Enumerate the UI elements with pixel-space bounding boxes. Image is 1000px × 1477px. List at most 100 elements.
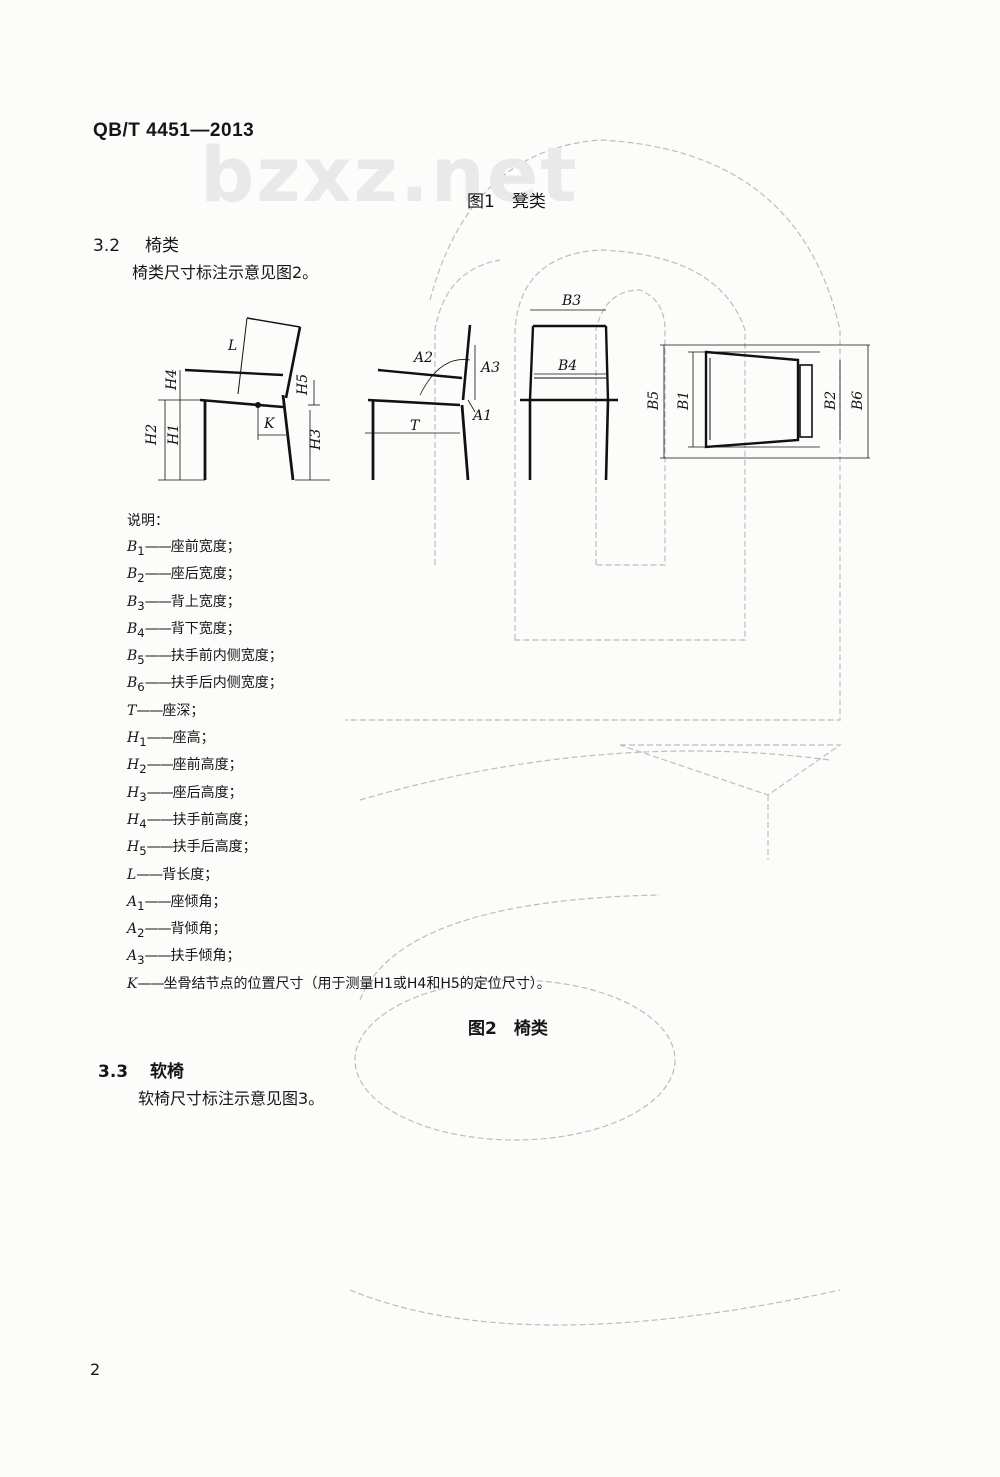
- legend-symbol: H: [127, 784, 140, 801]
- legend-symbol-subscript: 2: [139, 762, 147, 777]
- legend-item: A1——座倾角；: [127, 889, 767, 916]
- legend-symbol-subscript: 1: [137, 543, 145, 558]
- label-A2: A2: [412, 350, 433, 366]
- legend-symbol: H: [127, 730, 140, 747]
- figure-1-caption: 图1 凳类: [467, 192, 546, 212]
- section-title: 椅类: [145, 236, 179, 256]
- legend-symbol-subscript: 3: [137, 598, 145, 613]
- legend-list: B1——座前宽度；B2——座后宽度；B3——背上宽度；B4——背下宽度；B5——…: [127, 534, 767, 998]
- section-number: 3.3: [98, 1062, 129, 1082]
- figure-2-caption: 图2 椅类: [468, 1019, 548, 1039]
- legend-description: 座前宽度；: [170, 539, 241, 555]
- legend-description: 座高；: [172, 730, 215, 747]
- legend-dash: ——: [146, 811, 174, 828]
- legend-dash: ——: [144, 948, 172, 965]
- legend-dash: ——: [146, 757, 174, 774]
- legend-description: 扶手前高度；: [172, 811, 257, 828]
- chair-side-view-heights: [158, 317, 330, 481]
- legend-symbol-subscript: 5: [137, 652, 145, 667]
- legend-dash: ——: [146, 730, 174, 747]
- label-B6: B6: [850, 391, 866, 411]
- legend-dash: ——: [144, 648, 172, 665]
- label-B1: B1: [676, 391, 692, 411]
- legend-dash: ——: [136, 702, 163, 719]
- legend-symbol: H: [127, 839, 140, 856]
- label-H3: H3: [308, 429, 324, 451]
- legend-description: 扶手前内侧宽度；: [170, 648, 283, 665]
- legend-symbol: B: [127, 675, 138, 692]
- legend-dash: ——: [136, 866, 163, 883]
- label-H1: H1: [166, 424, 182, 446]
- legend-description: 背倾角；: [170, 921, 227, 938]
- legend-dash: ——: [144, 675, 172, 692]
- legend-description: 背上宽度；: [170, 593, 241, 610]
- label-H4: H4: [164, 369, 180, 391]
- legend-title: 说明：: [127, 513, 169, 529]
- page-number: 2: [90, 1360, 101, 1379]
- legend-item: B1——座前宽度；: [127, 534, 767, 561]
- legend-symbol: K: [127, 975, 138, 992]
- legend-description: 坐骨结节点的位置尺寸（用于测量H1或H4和H5的定位尺寸）。: [163, 975, 551, 992]
- legend-item: B6——扶手后内侧宽度；: [127, 670, 767, 697]
- legend-item: H2——座前高度；: [127, 752, 767, 779]
- legend-symbol-subscript: 6: [137, 680, 145, 695]
- label-L: L: [227, 338, 237, 354]
- legend-symbol-subscript: 3: [137, 953, 145, 968]
- label-B5: B5: [646, 391, 662, 411]
- legend-item: H4——扶手前高度；: [127, 807, 767, 834]
- legend-symbol-subscript: 1: [139, 734, 147, 749]
- legend-dash: ——: [144, 893, 172, 910]
- legend-item: H5——扶手后高度；: [127, 834, 767, 861]
- legend-item: B5——扶手前内侧宽度；: [127, 643, 767, 670]
- legend-description: 座后高度；: [172, 784, 243, 801]
- legend-dash: ——: [146, 839, 174, 856]
- legend-dash: ——: [144, 566, 172, 583]
- legend-symbol-subscript: 2: [137, 571, 145, 586]
- label-B3: B3: [561, 293, 581, 309]
- legend-dash: ——: [137, 975, 164, 992]
- watermark-text: bzxz.net: [200, 130, 579, 219]
- label-B2: B2: [823, 391, 839, 411]
- legend-symbol: A: [127, 893, 138, 910]
- legend-symbol: B: [127, 648, 138, 665]
- label-K: K: [263, 416, 276, 432]
- label-A3: A3: [479, 360, 500, 376]
- legend-symbol: H: [127, 757, 140, 774]
- label-B4: B4: [557, 358, 577, 374]
- legend-item: H1——座高；: [127, 725, 767, 752]
- legend-symbol: B: [127, 566, 138, 583]
- legend-symbol-subscript: 1: [137, 898, 145, 913]
- label-H5: H5: [295, 374, 311, 396]
- legend-symbol: B: [127, 620, 138, 637]
- legend-item: B4——背下宽度；: [127, 616, 767, 643]
- legend-symbol: B: [127, 593, 138, 610]
- legend-symbol-subscript: 5: [139, 844, 147, 859]
- legend-item: A2——背倾角；: [127, 916, 767, 943]
- chair-side-view-angles: [365, 324, 476, 481]
- section-title: 软椅: [150, 1062, 184, 1082]
- chair-back-view: [520, 309, 618, 481]
- legend-symbol: H: [127, 811, 140, 828]
- legend-description: 座后宽度；: [170, 566, 241, 583]
- legend-dash: ——: [144, 593, 172, 610]
- legend-description: 扶手倾角；: [170, 948, 241, 965]
- label-A1: A1: [471, 408, 492, 424]
- section-3-3-heading: 3.3 软椅: [98, 1057, 184, 1082]
- section-number: 3.2: [93, 236, 121, 256]
- legend-symbol: A: [127, 948, 138, 965]
- section-3-3-body: 软椅尺寸标注示意见图3。: [138, 1089, 325, 1108]
- legend-item: L——背长度；: [127, 862, 767, 889]
- legend-item: B2——座后宽度；: [127, 561, 767, 588]
- label-H2: H2: [144, 424, 160, 446]
- legend-symbol-subscript: 4: [137, 625, 145, 640]
- legend-symbol: L: [127, 866, 137, 883]
- section-3-2-body: 椅类尺寸标注示意见图2。: [132, 263, 319, 282]
- legend-description: 扶手后内侧宽度；: [170, 675, 283, 692]
- legend-description: 座倾角；: [170, 893, 227, 910]
- legend-dash: ——: [146, 784, 174, 801]
- legend-description: 背下宽度；: [170, 620, 241, 637]
- document-code: QB/T 4451—2013: [93, 120, 255, 141]
